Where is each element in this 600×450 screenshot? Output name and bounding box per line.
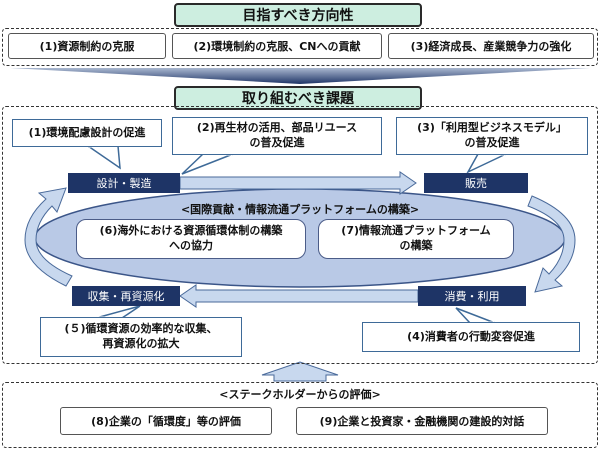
stage-design: 設計・製造 <box>68 173 180 193</box>
platform-item-7-label: (7)情報流通プラットフォーム の構築 <box>341 224 491 252</box>
arrow-consume-to-collect <box>179 284 419 308</box>
callout-3: (3)「利用型ビジネスモデル」 の普及促進 <box>396 117 588 155</box>
arrow-sales-to-consume <box>527 195 576 293</box>
evaluation-item-8-label: (8)企業の「循環度」等の評価 <box>91 415 241 428</box>
direction-goals-frame <box>2 28 598 66</box>
arrow-collect-to-design <box>24 187 73 287</box>
down-chevron-arrow <box>10 68 590 84</box>
stage-consume-label: 消費・利用 <box>444 290 500 303</box>
callout-4: (4)消費者の行動変容促進 <box>362 322 580 352</box>
up-arrow-evaluation <box>261 361 339 382</box>
stage-sales-label: 販売 <box>465 177 487 190</box>
goal-2: (2)環境制約の克服、CNへの貢献 <box>172 33 382 59</box>
evaluation-item-9: (9)企業と投資家・金融機関の建設的対話 <box>296 407 548 435</box>
arrow-design-to-sales <box>179 171 417 195</box>
stage-consume: 消費・利用 <box>418 286 526 306</box>
callout-2: (2)再生材の活用、部品リユース の普及促進 <box>172 117 382 155</box>
callout-3-label: (3)「利用型ビジネスモデル」 の普及促進 <box>417 121 567 149</box>
stage-collect: 収集・再資源化 <box>72 286 180 306</box>
goal-2-label: (2)環境制約の克服、CNへの貢献 <box>193 40 361 53</box>
callout-5-label: (５)循環資源の効率的な収集、 再資源化の拡大 <box>64 322 218 350</box>
goal-3: (3)経済成長、産業競争力の強化 <box>388 33 594 59</box>
evaluation-title-label: <ステークホルダーからの評価> <box>219 388 381 401</box>
stage-design-label: 設計・製造 <box>96 177 152 190</box>
direction-header: 目指すべき方向性 <box>174 3 422 27</box>
callout-1-label: (1)環境配慮設計の促進 <box>28 125 146 139</box>
platform-item-6-label: (6)海外における資源循環体制の構築 への協力 <box>99 224 283 252</box>
stage-collect-label: 収集・再資源化 <box>87 290 165 303</box>
evaluation-item-9-label: (9)企業と投資家・金融機関の建設的対話 <box>319 415 525 428</box>
callout-4-label: (4)消費者の行動変容促進 <box>407 329 535 343</box>
goal-1-label: (1)資源制約の克服 <box>39 40 135 53</box>
stage-sales: 販売 <box>424 173 528 193</box>
evaluation-frame <box>2 382 598 448</box>
platform-item-7: (7)情報流通プラットフォーム の構築 <box>318 219 514 259</box>
evaluation-title: <ステークホルダーからの評価> <box>150 386 450 402</box>
platform-title: <国際貢献・情報流通プラットフォームの構築> <box>150 201 450 217</box>
direction-title: 目指すべき方向性 <box>242 8 354 24</box>
tasks-title: 取り組むべき課題 <box>242 91 354 107</box>
evaluation-item-8: (8)企業の「循環度」等の評価 <box>60 407 272 435</box>
platform-title-label: <国際貢献・情報流通プラットフォームの構築> <box>180 203 420 216</box>
callout-5: (５)循環資源の効率的な収集、 再資源化の拡大 <box>40 317 242 357</box>
callout-1: (1)環境配慮設計の促進 <box>12 119 162 147</box>
goal-1: (1)資源制約の克服 <box>8 33 166 59</box>
platform-item-6: (6)海外における資源循環体制の構築 への協力 <box>76 219 306 259</box>
goal-3-label: (3)経済成長、産業競争力の強化 <box>410 40 572 53</box>
tasks-frame <box>2 106 598 364</box>
callout-2-label: (2)再生材の活用、部品リユース の普及促進 <box>196 121 358 149</box>
